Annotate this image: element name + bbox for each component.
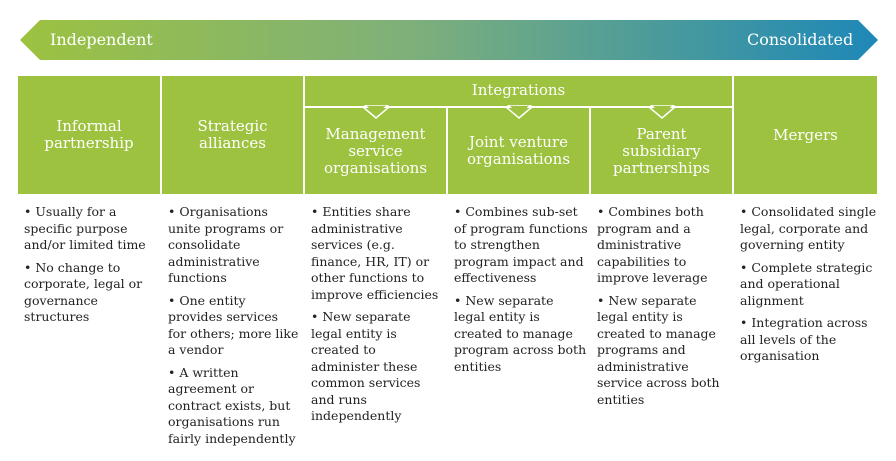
list-item: New separate legal entity is created to … — [454, 293, 588, 376]
column-title: Informal partnership — [44, 117, 134, 152]
list-item: Combines sub-set of program functions to… — [454, 204, 588, 287]
column-title: Parent subsidiary partnerships — [613, 124, 710, 177]
bullet-list-joint-venture-organisations: Combines sub-set of program functions to… — [454, 204, 588, 381]
list-item: New separate legal entity is created to … — [311, 309, 444, 425]
independent-label: Independent — [50, 30, 153, 49]
list-item: Entities share administrative services (… — [311, 204, 444, 303]
bullet-list-mergers: Consolidated single legal, corporate and… — [740, 204, 880, 371]
column-header-informal-partnership: Informal partnership — [18, 76, 160, 194]
bullet-list-informal-partnership: Usually for a specific purpose and/or li… — [24, 204, 156, 332]
column-header-joint-venture-organisations: Joint venture organisations — [448, 108, 589, 194]
consolidated-label: Consolidated — [747, 30, 854, 49]
independent-consolidated-arrow — [20, 20, 878, 60]
list-item: Usually for a specific purpose and/or li… — [24, 204, 156, 254]
list-item: No change to corporate, legal or governa… — [24, 260, 156, 326]
column-header-mergers: Mergers — [734, 76, 877, 194]
integrations-pointers — [362, 106, 676, 119]
list-item: Complete strategic and operational align… — [740, 260, 880, 310]
list-item: New separate legal entity is created to … — [597, 293, 731, 409]
list-item: Consolidated single legal, corporate and… — [740, 204, 880, 254]
column-title: Strategic alliances — [197, 117, 268, 152]
column-header-parent-subsidiary-partnerships: Parent subsidiary partnerships — [591, 108, 732, 194]
column-title: Joint venture organisations — [466, 133, 571, 168]
column-header-management-service-organisations: Management service organisations — [305, 108, 446, 194]
list-item: Organisations unite programs or consolid… — [168, 204, 300, 287]
bullet-list-management-service-organisations: Entities share administrative services (… — [311, 204, 444, 431]
column-header-strategic-alliances: Strategic alliances — [162, 76, 303, 194]
integrations-title: Integrations — [471, 81, 566, 99]
list-item: One entity provides services for others;… — [168, 293, 300, 359]
list-item: Combines both program and a dministrativ… — [597, 204, 731, 287]
list-item: A written agreement or contract exists, … — [168, 365, 300, 448]
bullet-list-strategic-alliances: Organisations unite programs or consolid… — [168, 204, 300, 453]
integrations-header: Integrations — [305, 76, 732, 106]
list-item: Integration across all levels of the org… — [740, 315, 880, 365]
column-title: Management service organisations — [323, 124, 428, 177]
bullet-list-parent-subsidiary-partnerships: Combines both program and a dministrativ… — [597, 204, 731, 414]
column-title: Mergers — [773, 125, 838, 144]
